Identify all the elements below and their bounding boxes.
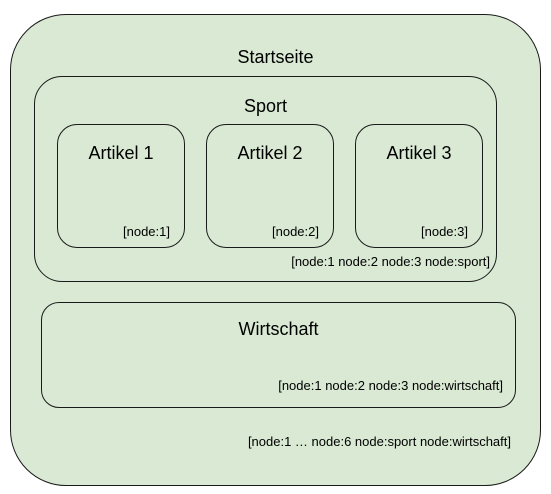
- article-1-box: Artikel 1 [node:1]: [57, 124, 185, 248]
- article-3-tag: [node:3]: [421, 224, 468, 239]
- sport-tags: [node:1 node:2 node:3 node:sport]: [291, 254, 490, 269]
- article-3-title: Artikel 3: [386, 143, 452, 163]
- sport-container: Sport: [34, 76, 497, 282]
- article-1-tag: [node:1]: [123, 224, 170, 239]
- wirtschaft-container: Wirtschaft [node:1 node:2 node:3 node:wi…: [41, 302, 516, 408]
- startseite-title: Startseite: [237, 47, 314, 67]
- article-2-box: Artikel 2 [node:2]: [206, 124, 334, 248]
- wirtschaft-tags: [node:1 node:2 node:3 node:wirtschaft]: [278, 378, 503, 393]
- startseite-tags: [node:1 … node:6 node:sport node:wirtsch…: [247, 434, 511, 449]
- article-2-tag: [node:2]: [272, 224, 319, 239]
- sport-title: Sport: [243, 96, 288, 116]
- article-3-box: Artikel 3 [node:3]: [355, 124, 483, 248]
- article-1-title: Artikel 1: [88, 143, 154, 163]
- wirtschaft-title: Wirtschaft: [238, 319, 319, 339]
- article-2-title: Artikel 2: [237, 143, 303, 163]
